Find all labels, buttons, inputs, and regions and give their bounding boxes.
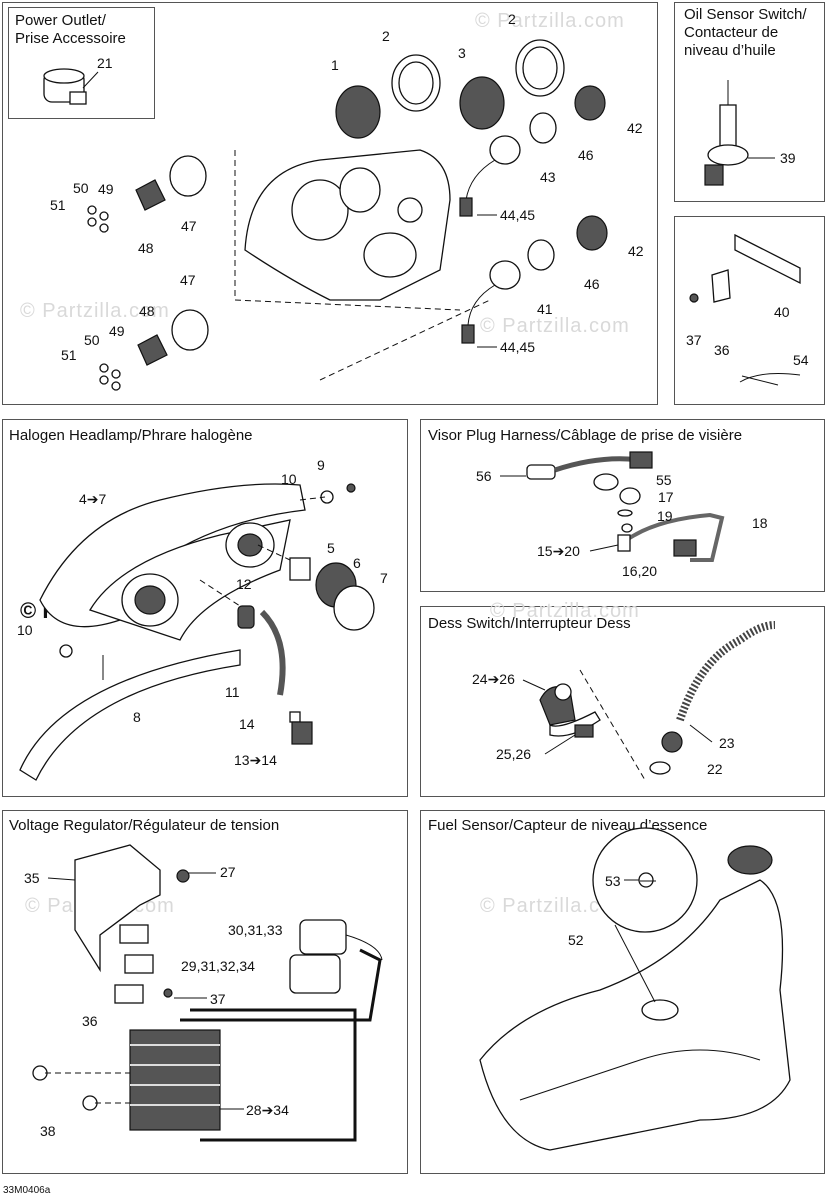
- callout: 39: [780, 150, 796, 166]
- callout: 19: [657, 508, 673, 524]
- callout: 56: [476, 468, 492, 484]
- diagram-code: 33M0406a: [3, 1185, 51, 1196]
- mounting-brackets: [87, 150, 491, 391]
- callout: 43: [540, 169, 556, 185]
- callout: 50: [84, 332, 100, 348]
- callout: 44,45: [500, 339, 535, 355]
- callout: 12: [236, 576, 252, 592]
- callout: 4➔7: [79, 491, 107, 507]
- callout: 16,20: [622, 563, 657, 579]
- gauge-bezels: [335, 39, 608, 344]
- callout: 5: [327, 540, 335, 556]
- callout: 35: [24, 870, 40, 886]
- voltage-regulator-parts: [32, 844, 383, 1142]
- callout: 10: [17, 622, 33, 638]
- callout: 22: [707, 761, 723, 777]
- callout: 41: [537, 301, 553, 317]
- callout: 8: [133, 709, 141, 725]
- callout: 23: [719, 735, 735, 751]
- callout: 42: [628, 243, 644, 259]
- callout: 7: [380, 570, 388, 586]
- misc-parts: [689, 233, 801, 386]
- callout: 51: [61, 347, 77, 363]
- visor-plug-title: Visor Plug Harness/Câblage de prise de v…: [428, 427, 743, 444]
- callout: 10: [281, 471, 297, 487]
- callout: 11: [225, 684, 240, 700]
- callout: 36: [82, 1013, 98, 1029]
- callout: 3: [458, 45, 466, 61]
- leader-lines: [47, 214, 656, 1110]
- instrument-cluster-housing: [244, 149, 451, 301]
- callout: 48: [139, 303, 155, 319]
- callout: 46: [584, 276, 600, 292]
- callout: 2: [382, 28, 390, 44]
- callout: 46: [578, 147, 594, 163]
- callout: 49: [109, 323, 125, 339]
- callout: 53: [605, 873, 621, 889]
- visor-plug-parts: [526, 451, 725, 562]
- callout: 54: [793, 352, 809, 368]
- power-outlet-part: [43, 68, 99, 105]
- callout: 40: [774, 304, 790, 320]
- callout: 9: [317, 457, 325, 473]
- callout: 37: [210, 991, 226, 1007]
- callout-labels: 21 1 2 3 2 42 46 43 44,45 42 46 41 44,45…: [17, 11, 809, 1139]
- callout: 13➔14: [234, 752, 277, 768]
- callout: 15➔20: [537, 543, 580, 559]
- headlamp-title: Halogen Headlamp/Phrare halogène: [9, 427, 253, 444]
- callout: 24➔26: [472, 671, 515, 687]
- oil-sensor-part: [704, 80, 775, 186]
- callout: 50: [73, 180, 89, 196]
- callout: 29,31,32,34: [181, 958, 255, 974]
- callout: 51: [50, 197, 66, 213]
- callout: 17: [658, 489, 674, 505]
- power-outlet-title: Power Outlet/ Prise Accessoire: [15, 12, 126, 47]
- callout: 42: [627, 120, 643, 136]
- callout: 28➔34: [246, 1102, 289, 1118]
- callout: 55: [656, 472, 672, 488]
- callout: 14: [239, 716, 255, 732]
- callout: 30,31,33: [228, 922, 283, 938]
- callout: 21: [97, 55, 113, 71]
- callout: 48: [138, 240, 154, 256]
- panel-visor-plug: [420, 419, 825, 592]
- callout: 36: [714, 342, 730, 358]
- callout: 18: [752, 515, 768, 531]
- panel-oil-sensor: [674, 2, 825, 202]
- callout: 47: [181, 218, 197, 234]
- callout: 25,26: [496, 746, 531, 762]
- callout: 1: [331, 57, 339, 73]
- callout: 6: [353, 555, 361, 571]
- callout: 38: [40, 1123, 56, 1139]
- oil-sensor-title: Oil Sensor Switch/ Contacteur de niveau …: [684, 6, 807, 59]
- dess-switch-title: Dess Switch/Interrupteur Dess: [428, 615, 631, 632]
- voltage-regulator-title: Voltage Regulator/Régulateur de tension: [9, 817, 280, 834]
- panel-dess-switch: [420, 606, 825, 797]
- headlamp-assembly: [19, 483, 375, 781]
- callout: 47: [180, 272, 196, 288]
- callout: 44,45: [500, 207, 535, 223]
- callout: 37: [686, 332, 702, 348]
- fuel-tank-parts: [479, 827, 791, 1151]
- callout: 2: [508, 11, 516, 27]
- callout: 52: [568, 932, 584, 948]
- callout: 49: [98, 181, 114, 197]
- dess-switch-parts: [539, 621, 776, 781]
- callout: 27: [220, 864, 236, 880]
